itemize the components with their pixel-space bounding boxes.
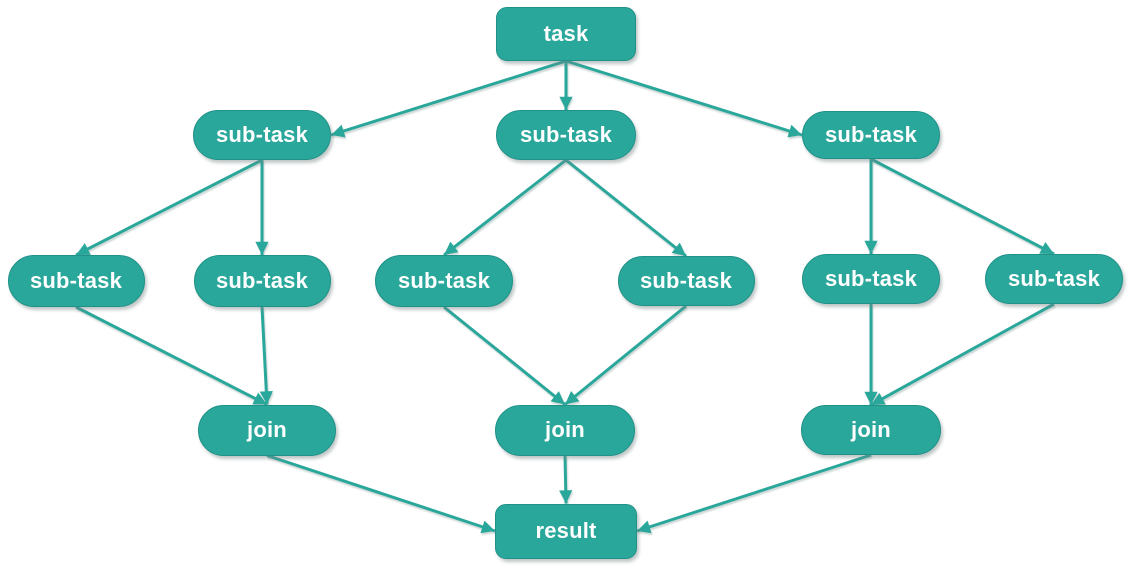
node-subtask-3: sub-task [375, 255, 513, 307]
edge-task-subtask-right [565, 59, 803, 138]
node-subtask-2: sub-task [193, 255, 331, 307]
edge-subtask-mid-subtask-4 [565, 158, 687, 258]
node-subtask-right: sub-task [802, 111, 940, 159]
node-subtask-6: sub-task [985, 254, 1123, 304]
edge-subtask-mid-subtask-3 [443, 158, 567, 257]
node-subtask-4: sub-task [617, 256, 755, 306]
edge-subtask-6-join-right [870, 302, 1055, 407]
node-subtask-left: sub-task [193, 110, 331, 160]
node-join-right: join [801, 405, 941, 455]
edge-task-subtask-left [330, 59, 567, 138]
node-task: task [496, 7, 636, 61]
node-subtask-1: sub-task [7, 255, 145, 307]
edge-join-left-result [266, 454, 496, 534]
edge-subtask-3-join-mid [443, 305, 566, 406]
edge-subtask-left-subtask-1 [75, 158, 263, 257]
edge-subtask-1-join-left [75, 305, 268, 406]
edge-subtask-4-join-mid [564, 304, 687, 406]
edge-join-mid-result [559, 455, 573, 504]
node-result: result [495, 503, 637, 559]
edge-subtask-right-subtask-6 [870, 157, 1055, 256]
edge-join-right-result [636, 453, 872, 534]
node-join-left: join [198, 404, 336, 456]
edge-subtask-2-join-left [259, 306, 273, 405]
node-join-mid: join [495, 404, 635, 456]
node-subtask-mid: sub-task [496, 110, 636, 160]
node-subtask-5: sub-task [802, 254, 940, 304]
